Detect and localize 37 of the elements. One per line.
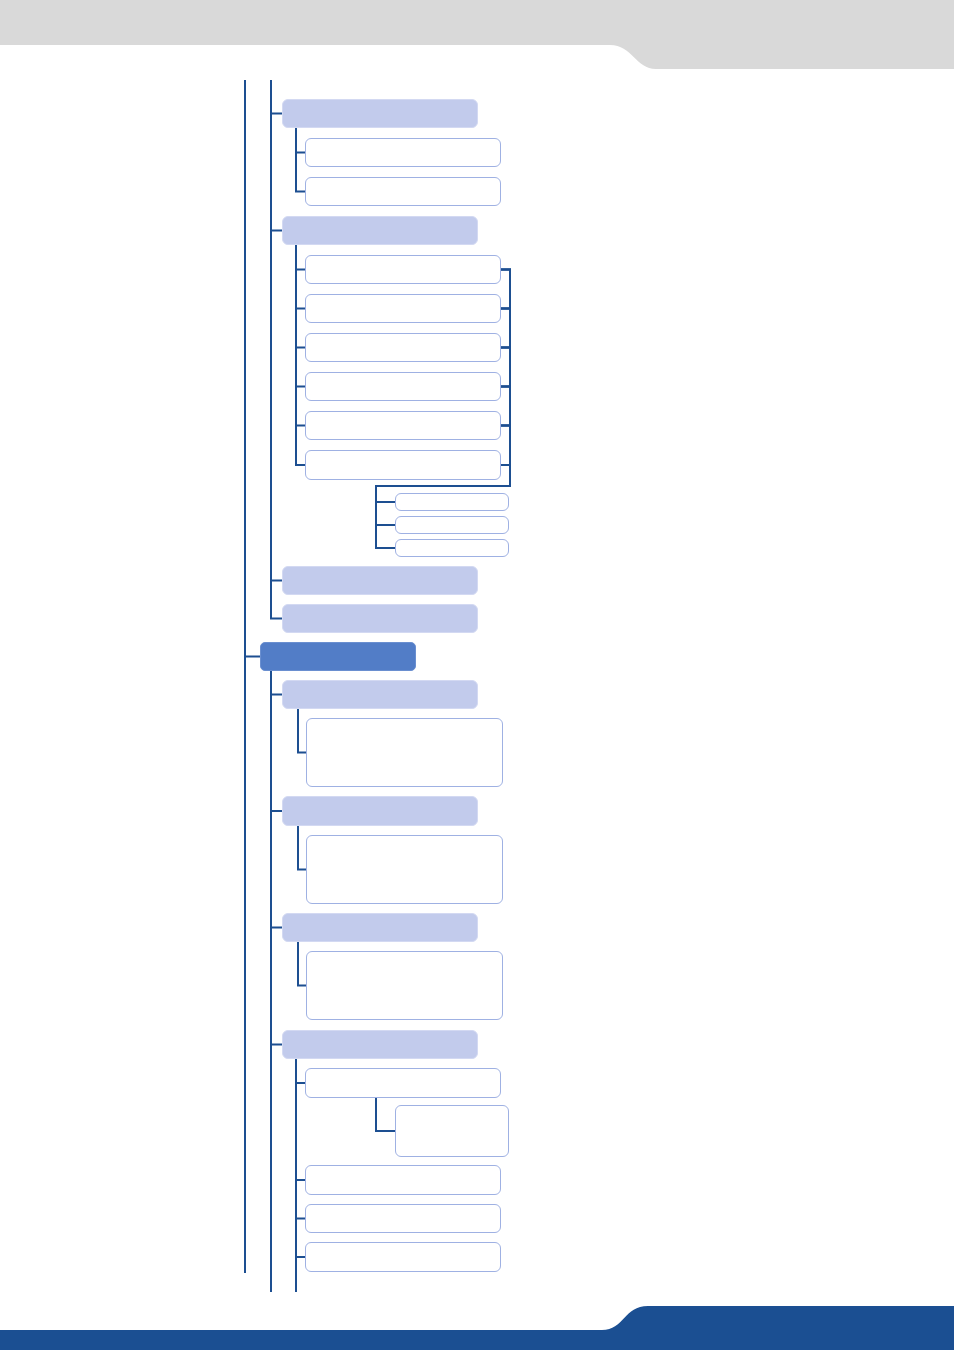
- item-box: [306, 951, 503, 1020]
- category-box: [282, 99, 478, 128]
- item-box: [395, 493, 509, 511]
- item-box: [306, 835, 503, 904]
- connector-line: [297, 708, 307, 754]
- connector-line: [244, 79, 261, 1274]
- category-box: [282, 680, 478, 709]
- connector-line: [375, 1097, 396, 1132]
- category-box: [282, 604, 478, 633]
- item-box: [305, 450, 501, 480]
- item-box: [305, 1242, 501, 1272]
- connector-line: [295, 244, 306, 466]
- category-box: [282, 796, 478, 826]
- item-box: [305, 255, 501, 284]
- item-box: [395, 1105, 509, 1157]
- category-box: [282, 1030, 478, 1059]
- category-box: [282, 913, 478, 942]
- item-box: [305, 294, 501, 323]
- connector-line: [295, 127, 306, 193]
- connector-line: [297, 825, 307, 871]
- connector-line: [375, 464, 511, 549]
- connector-line: [297, 941, 307, 987]
- item-box: [305, 138, 501, 167]
- item-box: [305, 1068, 501, 1098]
- item-box: [305, 177, 501, 206]
- category-box: [282, 566, 478, 595]
- item-box: [395, 539, 509, 557]
- item-box: [305, 372, 501, 401]
- category-box: [282, 216, 478, 245]
- item-box: [305, 411, 501, 440]
- item-box: [306, 718, 503, 787]
- item-box: [305, 1204, 501, 1233]
- connector-line: [295, 1058, 297, 1293]
- item-box: [305, 1165, 501, 1195]
- item-box: [305, 333, 501, 362]
- item-box: [395, 516, 509, 534]
- section-box: [260, 642, 416, 671]
